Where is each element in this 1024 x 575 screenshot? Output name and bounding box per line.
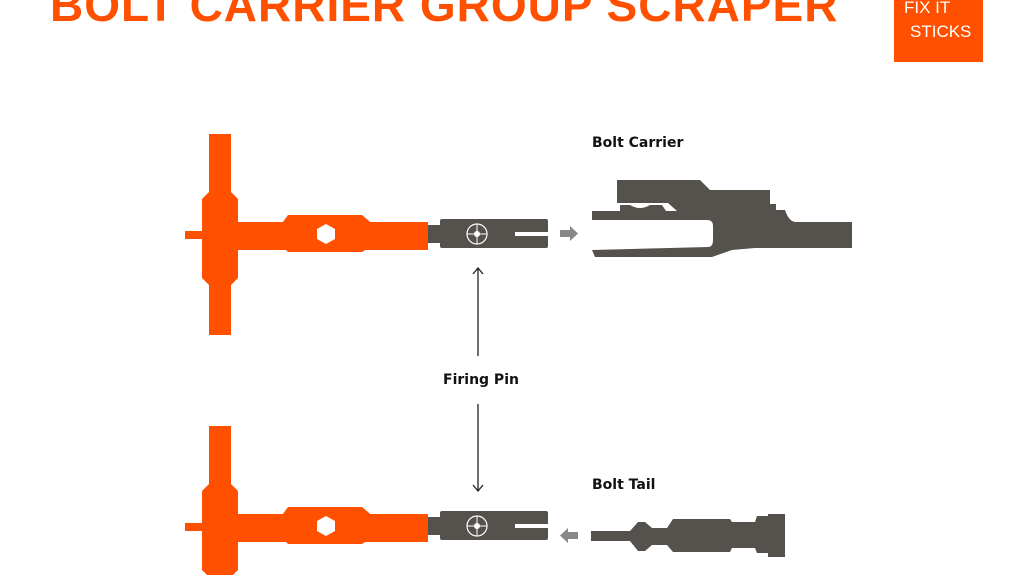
bolt-carrier-part — [592, 180, 852, 257]
scraper-tool-top — [184, 191, 556, 286]
page-title: BOLT CARRIER GROUP SCRAPER — [50, 0, 839, 31]
scraper-tool-bottom — [184, 483, 556, 575]
logo-line2: STICKS — [910, 22, 972, 41]
arrow-right-icon — [560, 226, 578, 241]
logo-line1: FIX IT — [904, 0, 951, 17]
bolt-tail-label: Bolt Tail — [592, 477, 656, 493]
bolt-carrier-label: Bolt Carrier — [592, 135, 684, 151]
bolt-tail-part — [591, 514, 785, 557]
fix-it-sticks-logo: FIX IT STICKS — [894, 0, 983, 62]
firing-pin-label: Firing Pin — [443, 372, 519, 388]
arrow-up-icon — [472, 266, 484, 356]
arrow-down-icon — [472, 404, 484, 493]
arrow-left-icon — [560, 528, 578, 543]
